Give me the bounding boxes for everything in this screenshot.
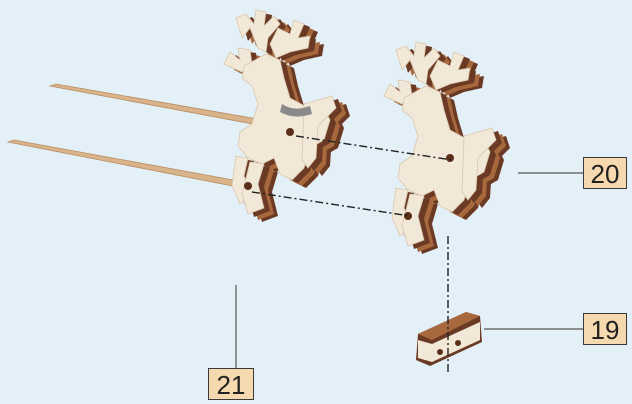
stick-lower bbox=[8, 140, 250, 189]
hole bbox=[455, 340, 461, 346]
deer-21-with-sticks bbox=[8, 10, 350, 222]
deer-20 bbox=[384, 42, 510, 254]
part-number-19: 19 bbox=[583, 313, 627, 345]
hole bbox=[446, 154, 454, 162]
hole bbox=[404, 212, 412, 220]
part-number-21: 21 bbox=[208, 368, 254, 400]
part-number-20: 20 bbox=[583, 157, 627, 189]
hole bbox=[244, 182, 252, 190]
hole bbox=[286, 128, 294, 136]
hole bbox=[437, 349, 443, 355]
base-block-19 bbox=[416, 312, 482, 366]
